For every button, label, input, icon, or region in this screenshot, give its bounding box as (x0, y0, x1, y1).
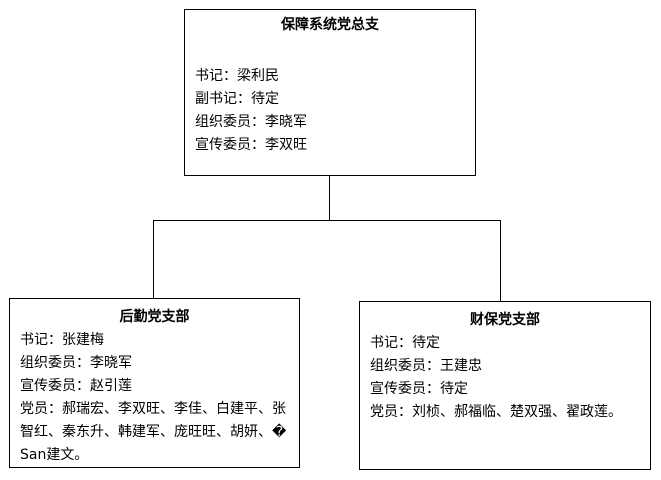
general-branch-publicity-member: 宣传委员：李双旺 (195, 137, 307, 153)
logistics-branch-members: 党员：郝瑞宏、李双旺、李佳、白建平、张智红、秦东升、韩建军、庞旺旺、胡妍、�Sa… (20, 401, 287, 463)
logistics-branch-organization-member: 组织委员：李晓军 (20, 355, 132, 371)
general-branch-secretary: 书记：梁利民 (195, 68, 279, 84)
logistics-branch-publicity-member: 宣传委员：赵引莲 (20, 378, 132, 394)
general-branch-title: 保障系统党总支 (281, 17, 379, 33)
logistics-branch-title: 后勤党支部 (119, 309, 190, 325)
connector-stem (329, 176, 330, 221)
logistics-branch-secretary: 书记：张建梅 (20, 332, 104, 348)
finance-branch-box: 财保党支部 书记：待定 组织委员：王建忠 宣传委员：待定 党员：刘桢、郝福临、楚… (359, 301, 651, 470)
general-branch-organization-member: 组织委员：李晓军 (195, 114, 307, 130)
general-branch-box: 保障系统党总支 书记：梁利民 副书记：待定 组织委员：李晓军 宣传委员：李双旺 (184, 9, 476, 176)
finance-branch-organization-member: 组织委员：王建忠 (370, 358, 482, 374)
finance-branch-publicity-member: 宣传委员：待定 (370, 381, 468, 397)
connector-right (500, 220, 501, 302)
finance-branch-members: 党员：刘桢、郝福临、楚双强、翟政莲。 (370, 404, 622, 420)
connector-horizontal (153, 220, 501, 221)
connector-left (153, 220, 154, 299)
finance-branch-title: 财保党支部 (470, 312, 540, 328)
logistics-branch-box: 后勤党支部 书记：张建梅 组织委员：李晓军 宣传委员：赵引莲 党员：郝瑞宏、李双… (9, 298, 300, 468)
finance-branch-secretary: 书记：待定 (370, 335, 440, 351)
general-branch-deputy-secretary: 副书记：待定 (195, 91, 279, 107)
